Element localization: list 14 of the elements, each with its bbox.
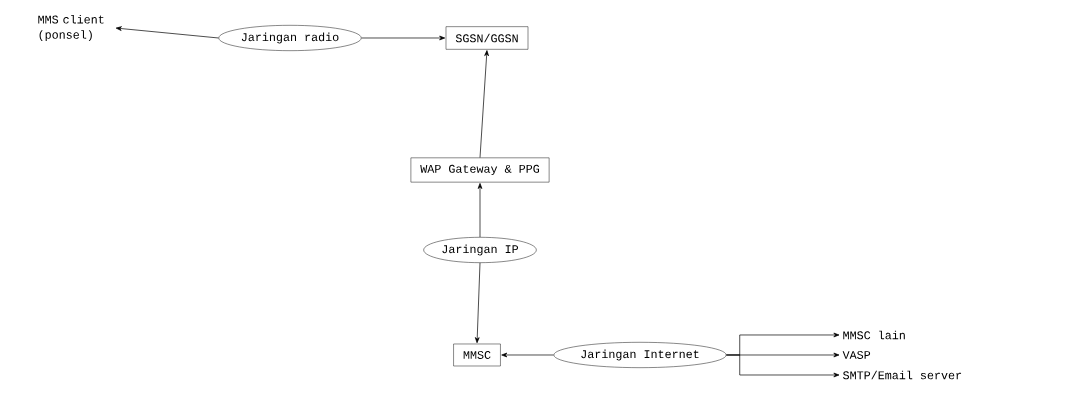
node-label: SMTP/Email server [843, 370, 962, 380]
arrow [474, 262, 481, 344]
process-box: SGSN/GGSN [445, 26, 529, 50]
process-box: MMSC [453, 343, 501, 367]
arrow [361, 35, 446, 41]
node-label: MMSC lain [843, 330, 905, 340]
process-box: WAP Gateway & PPG [410, 157, 550, 183]
arrow [726, 354, 840, 378]
arrow [479, 50, 489, 158]
arrow [115, 26, 219, 39]
node-label: MMS client (ponsel) [38, 14, 104, 42]
arrow [501, 352, 554, 358]
node-label: VASP [842, 351, 871, 359]
arrow [477, 183, 483, 238]
